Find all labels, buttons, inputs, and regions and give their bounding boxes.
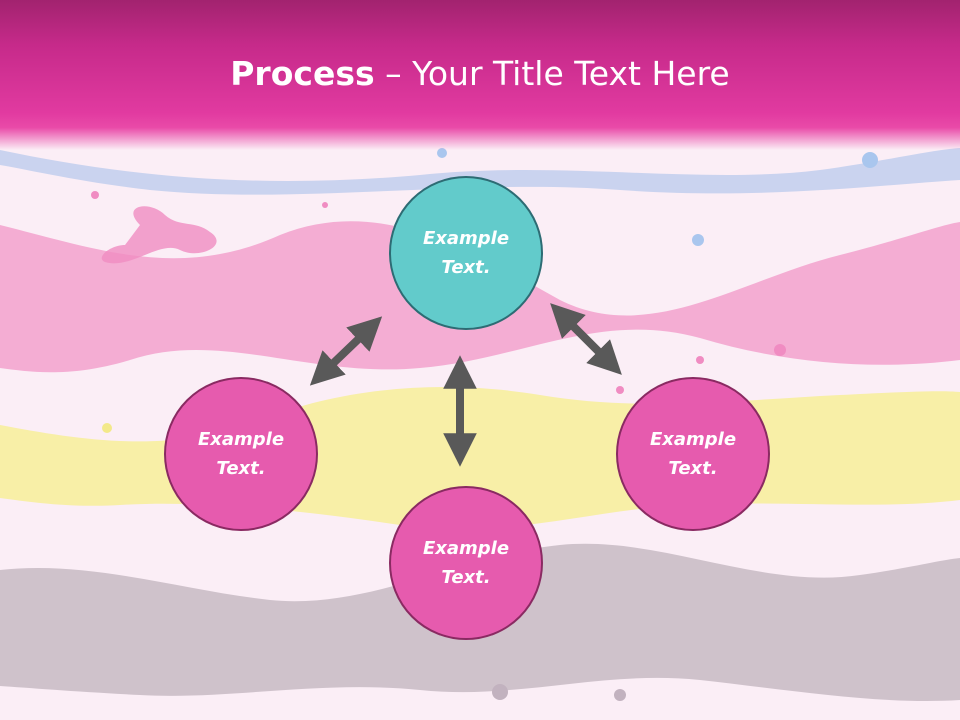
slide-title: Process – Your Title Text Here: [0, 52, 960, 96]
title-bold: Process: [230, 54, 375, 93]
process-node-bottom[interactable]: Example Text.: [389, 486, 543, 640]
node-label: Example Text.: [197, 429, 285, 479]
process-node-right[interactable]: Example Text.: [616, 377, 770, 531]
title-rest: – Your Title Text Here: [374, 54, 730, 93]
node-label: Example Text.: [422, 228, 510, 278]
title-bar: [0, 0, 960, 150]
process-node-top[interactable]: Example Text.: [389, 176, 543, 330]
node-label: Example Text.: [649, 429, 737, 479]
process-node-left[interactable]: Example Text.: [164, 377, 318, 531]
node-label: Example Text.: [422, 538, 510, 588]
